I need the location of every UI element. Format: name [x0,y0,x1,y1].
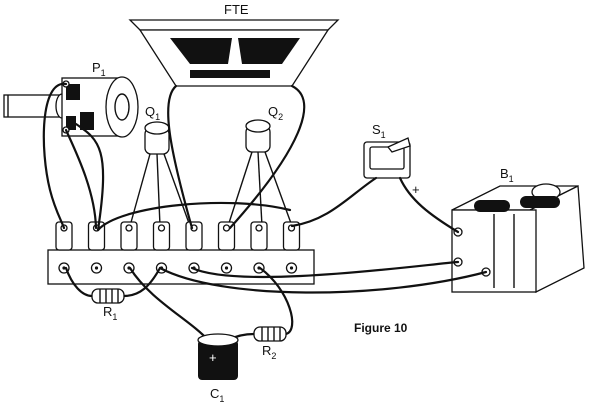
terminal-screw-center [62,266,66,270]
transistor-q1-label: Q1 [145,104,160,122]
capacitor-c1: + C1 [197,333,239,404]
terminal-screw-center [94,266,99,270]
speaker-label: FTE [224,2,249,17]
transistor-q2: Q2 [227,104,293,227]
terminal-lug-hole [125,224,133,232]
terminal-screw-center [289,266,294,270]
terminal-lug [120,221,138,251]
terminal-lug-hole [222,224,231,232]
wiring [42,82,488,342]
terminal-lug [152,221,171,251]
terminal-lug-hole [255,224,263,232]
resistor-r1: R1 [91,288,125,322]
switch: S1 + [363,122,420,197]
terminal-screw-center [224,266,229,270]
switch-label: S1 [372,122,386,140]
terminal-lug [185,221,203,251]
terminal-lug [217,221,236,251]
figure-caption: Figure 10 [354,321,408,335]
capacitor-plus-mark: + [209,350,217,365]
resistor-r2-label: R2 [262,343,276,361]
battery-holder: B1 [451,166,585,294]
terminal-lug [250,221,268,251]
potentiometer: P1 [3,60,139,138]
resistor-r1-label: R1 [103,304,117,322]
resistor-r2: R2 [253,326,287,361]
speaker: FTE [128,2,340,87]
battery-label: B1 [500,166,514,184]
potentiometer-label: P1 [92,60,106,78]
switch-plus-mark: + [412,182,420,197]
transistor-q2-label: Q2 [268,104,283,122]
terminal-lug-hole [157,224,166,232]
terminal-lug [282,221,301,251]
terminal-lug [55,221,73,251]
capacitor-label: C1 [210,386,224,404]
terminal-strip [47,221,315,285]
